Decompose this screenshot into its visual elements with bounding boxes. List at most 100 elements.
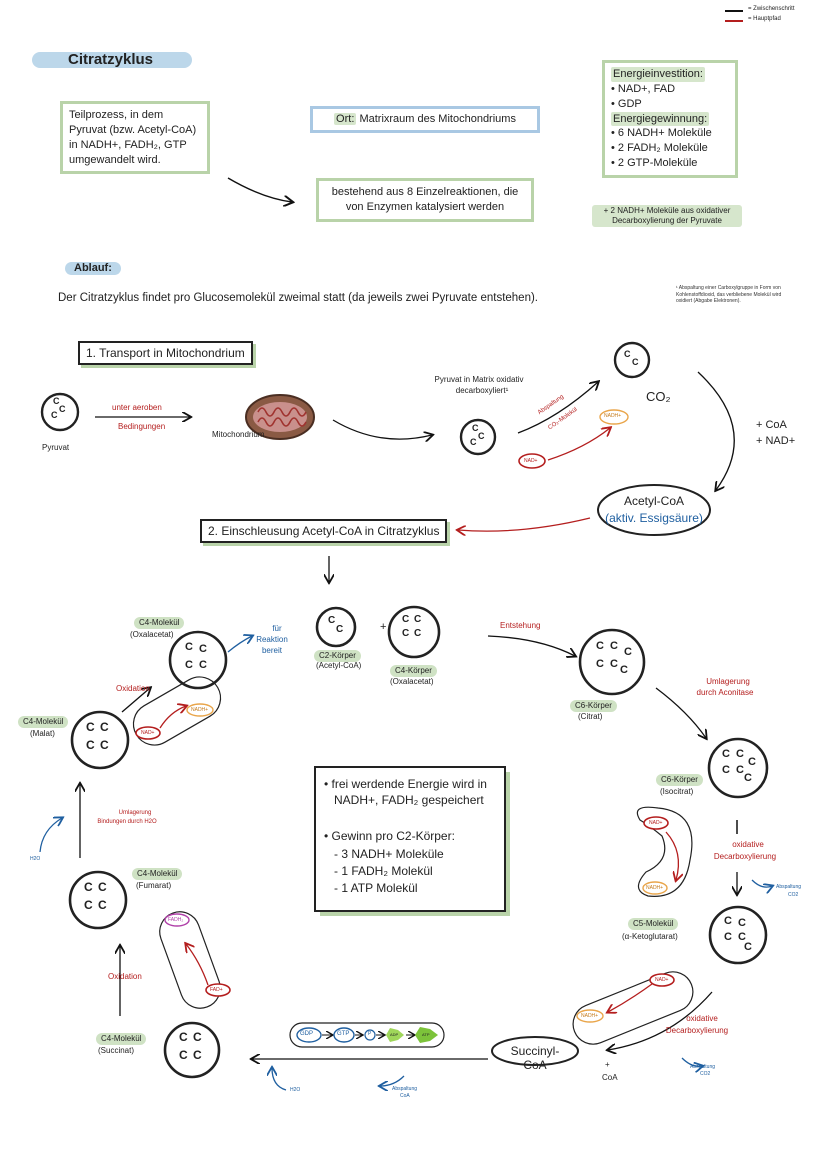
nadh-badge-step1 (599, 409, 629, 425)
bestehend-text: bestehend aus 8 Einzelreaktionen, die vo… (331, 186, 519, 213)
arrow-c4-to-c2 (227, 636, 252, 653)
page-title: Citratzyklus (68, 51, 154, 68)
oxidation-top-label: Oxidation (116, 684, 150, 693)
succinat-sub: (Succinat) (98, 1046, 135, 1055)
abspaltung-co2-label-2: CO2 (788, 892, 799, 898)
acetyl-label: Acetyl-CoA (623, 494, 685, 508)
arrow-c5-succinyl (608, 991, 713, 1050)
oxdecarb1b-label: oxidative (686, 1014, 718, 1023)
citrat-sub: (Citrat) (578, 712, 603, 721)
ablauf-label: Ablauf: (74, 262, 112, 274)
isocitrat-molecule (707, 737, 769, 799)
malat-sub: (Malat) (30, 729, 55, 738)
intro-arrow (227, 177, 292, 202)
summary-line3: • Gewinn pro C2-Körper: (324, 829, 455, 843)
nadh-iso-label: NADH+ (646, 885, 664, 891)
fad-loop (159, 911, 231, 1009)
pyruvat-matrix-molecule (459, 418, 497, 456)
isocitrat-label: C6-Körper (656, 774, 703, 786)
citrat-molecule (578, 628, 646, 696)
invest-item-1: • NAD+, FAD (611, 82, 676, 95)
fad-label: FAD+ (210, 987, 223, 993)
aconitase-label: durch Aconitase (696, 688, 754, 697)
co2-arrow (517, 382, 598, 434)
isocitrat-sub: (Isocitrat) (660, 787, 694, 796)
arrow-iso-co2 (751, 879, 772, 887)
pyruvat-molecule (40, 392, 80, 432)
mito-arrow (332, 419, 432, 439)
c5-nad-loop (572, 971, 694, 1045)
fuer-label: für (272, 624, 282, 633)
legend-intermediate: = Zwischenschritt (748, 6, 795, 12)
nad-arrow (547, 428, 610, 461)
bereit-label: bereit (261, 646, 282, 655)
succinyl-ellipse (491, 1036, 579, 1066)
c2-label: C2-Körper (314, 650, 361, 662)
abspaltung-coa-label-2: CoA (400, 1093, 410, 1099)
plus-sign: + (380, 621, 387, 633)
h2o-left-label: H2O (30, 856, 41, 862)
summary-item-1: - 3 NADH+ Moleküle (334, 847, 444, 861)
step1-title: 1. Transport in Mitochondrium (78, 341, 253, 366)
bestehend-box: bestehend aus 8 Einzelreaktionen, die vo… (316, 178, 534, 222)
c4k-label: C4-Körper (390, 665, 437, 677)
ort-text: Matrixraum des Mitochondriums (359, 113, 516, 125)
umlag-h2o-label-1: Umlagerung (118, 810, 152, 816)
atp-label: ATP (422, 1032, 430, 1037)
oxid-label-2: decarboxyliert¹ (455, 386, 509, 395)
malat-nad-loop (132, 676, 222, 746)
fadh2-label: FADH₂ (168, 917, 184, 923)
cond2-label: Bedingungen (118, 422, 166, 431)
energy-box: Energieinvestition: • NAD+, FAD • GDP En… (602, 60, 738, 178)
nad-malat-label: NAD+ (141, 730, 155, 736)
summary-line1: • frei werdende Energie wird in (324, 777, 487, 791)
title-highlight (32, 52, 192, 68)
ort-box: Ort: Matrixraum des Mitochondriums (310, 106, 540, 133)
cond1-label: unter aeroben (112, 403, 162, 412)
arrow-malat-oxal (121, 688, 150, 713)
c5-label: C5-Molekül (628, 918, 679, 930)
reaktion-label: Reaktion (256, 635, 288, 644)
footnote: ¹ Abspaltung einer Carboxylgruppe in For… (676, 285, 782, 304)
coa-label: CoA (602, 1073, 618, 1082)
malat-molecule (70, 710, 130, 770)
succinyl-plus: + (605, 1060, 610, 1069)
teilprozess-text: Teilprozess, in dem Pyruvat (bzw. Acetyl… (69, 109, 197, 166)
abspaltung-co2-label-1: Abspaltung (776, 884, 802, 890)
acetyl-c2-molecule-top (613, 341, 651, 379)
teilprozess-box: Teilprozess, in dem Pyruvat (bzw. Acetyl… (60, 101, 210, 175)
arrow-entstehung (487, 635, 575, 656)
umlagerung-label: Umlagerung (706, 677, 750, 686)
oxdecarb2-label: Decarboxylierung (713, 852, 777, 861)
c2-sub: (Acetyl-CoA) (316, 661, 362, 670)
plus-nad-label: + NAD+ (756, 435, 796, 447)
abspaltung-co2b-label-1: Abspaltung (690, 1064, 716, 1070)
nadh-c5-label: NADH+ (581, 1013, 599, 1019)
summary-line2: NADH+, FADH₂ gespeichert (334, 793, 484, 807)
invest-item-2: • GDP (611, 97, 642, 110)
acetyl-c2-molecule (315, 606, 357, 648)
succinat-label: C4-Molekül (96, 1033, 147, 1045)
nadh-step1-label: NADH+ (604, 413, 622, 419)
oxid-label-1: Pyruvat in Matrix oxidativ (434, 375, 524, 384)
c5-sub: (α-Ketoglutarat) (622, 932, 678, 941)
co2-label: CO₂ (646, 389, 671, 404)
acetyl-to-step2-arrow (458, 517, 591, 531)
legend-main-path: = Hauptpfad (748, 16, 781, 22)
arrow-h2o-bottom (272, 1068, 287, 1091)
ablauf-highlight (65, 262, 121, 275)
oxdecarb1-label: oxidative (732, 840, 764, 849)
summary-item-2: - 1 FADH₂ Molekül (334, 864, 433, 878)
acetyl-sub-label: (aktiv. Essigsäure) (605, 511, 703, 525)
gtp-atp-bar (289, 1022, 445, 1048)
to-acetyl-arrow (697, 371, 735, 490)
gain-title: Energiegewinnung: (611, 111, 710, 127)
fumarat-label: C4-Molekül (132, 868, 183, 880)
arrow-coa-off (380, 1075, 405, 1086)
abspaltung-coa-label-1: Abspaltung (392, 1086, 418, 1092)
invest-title: Energieinvestition: (611, 67, 705, 82)
summary-box (314, 766, 506, 912)
ort-label: Ort: (334, 113, 357, 125)
adp-label: ADP (390, 1032, 399, 1037)
